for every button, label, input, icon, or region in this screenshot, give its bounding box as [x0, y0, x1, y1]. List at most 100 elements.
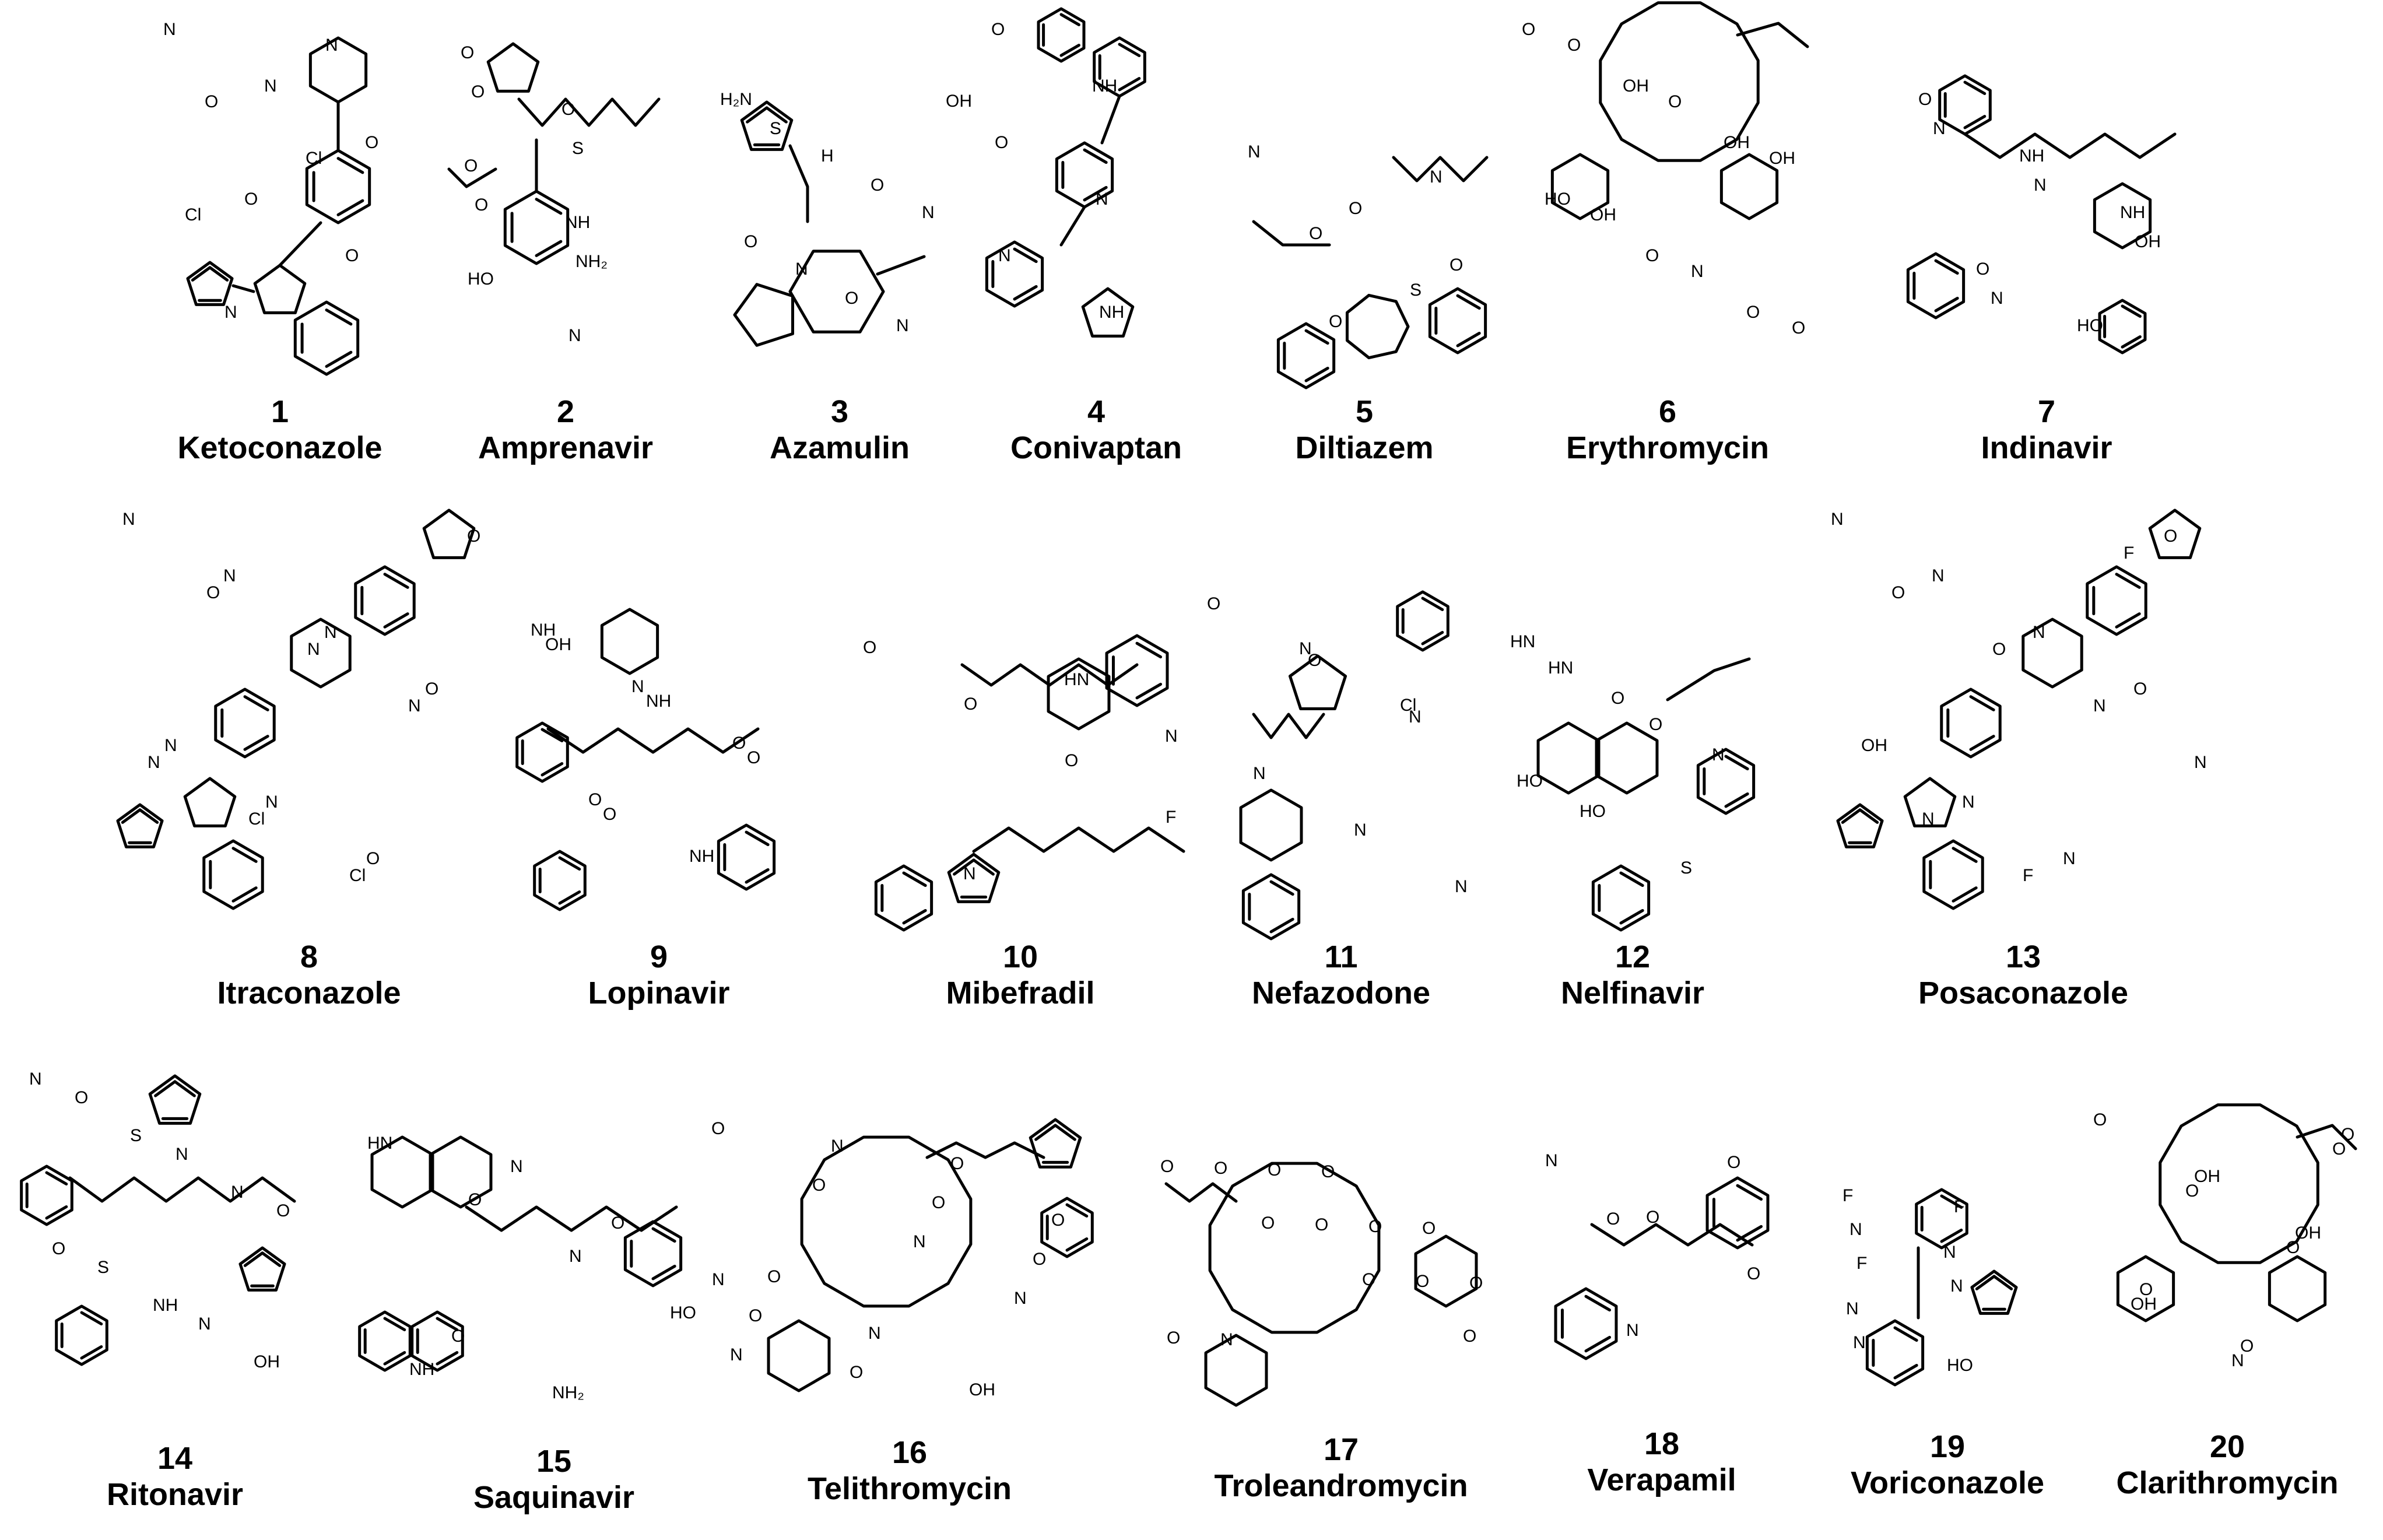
- ring-bond: [1029, 1118, 1082, 1169]
- atom-label: Cl: [185, 205, 201, 224]
- atom-label: N: [1096, 190, 1108, 209]
- double-bond: [1059, 44, 1080, 57]
- ring-bond: [1081, 287, 1135, 338]
- chain-bond: [465, 1205, 678, 1232]
- compound-number: 18: [1644, 1426, 1680, 1461]
- atom-label: O: [950, 1154, 964, 1173]
- atom-label: N: [1712, 745, 1725, 764]
- atom-label: O: [1362, 1270, 1375, 1289]
- atom-label: N: [231, 1183, 244, 1202]
- compound-number: 19: [1929, 1429, 1966, 1464]
- double-bond: [765, 106, 788, 124]
- chain-bond: [1666, 657, 1751, 701]
- double-bond: [138, 808, 159, 824]
- atom-label: N: [324, 623, 337, 642]
- double-bond: [231, 886, 258, 903]
- double-bond: [243, 735, 269, 751]
- atom-label: N: [2063, 849, 2076, 868]
- double-bond: [745, 830, 770, 847]
- double-bond: [1456, 331, 1481, 348]
- double-bond: [535, 240, 563, 257]
- double-bond: [1893, 1363, 1918, 1380]
- compound-number: 11: [1324, 939, 1358, 974]
- compound-number: 16: [892, 1435, 928, 1470]
- atom-label: O: [588, 790, 602, 809]
- atom-label: NH: [565, 213, 590, 232]
- atom-label: O: [1976, 259, 1989, 279]
- atom-label: N: [1626, 1321, 1639, 1340]
- ring-bond: [214, 687, 276, 759]
- atom-label: O: [1160, 1157, 1174, 1176]
- double-bond: [535, 198, 563, 215]
- atom-label: N: [1932, 566, 1945, 585]
- ring-bond: [1105, 634, 1169, 707]
- atom-label: O: [2133, 679, 2147, 699]
- ring-bond: [1595, 721, 1659, 795]
- ring-bond: [1040, 1197, 1094, 1258]
- atom-label: O: [995, 133, 1008, 152]
- compound-number: 15: [536, 1444, 572, 1479]
- atom-label: NH: [531, 620, 556, 640]
- atom-label: S: [1410, 280, 1422, 300]
- ring-bond: [800, 1135, 973, 1308]
- atom-label: O: [767, 1267, 781, 1286]
- atom-label: N: [2194, 753, 2207, 772]
- atom-label: S: [97, 1258, 109, 1277]
- atom-label: F: [2124, 543, 2134, 563]
- atom-label: O: [1645, 246, 1659, 265]
- chain-bond: [925, 1141, 1045, 1159]
- compound-name: Ritonavir: [106, 1477, 244, 1512]
- atom-label: O: [2164, 527, 2177, 546]
- ring-bond: [1241, 873, 1301, 941]
- ring-bond: [788, 250, 885, 334]
- atom-label: N: [164, 736, 177, 755]
- atom-label: N: [712, 1270, 725, 1289]
- double-bond: [191, 266, 212, 282]
- double-bond: [1963, 80, 1987, 95]
- atom-label: NH: [1092, 76, 1117, 96]
- double-bond: [1736, 1184, 1763, 1201]
- double-bond: [1054, 1124, 1076, 1141]
- double-bond: [1304, 366, 1329, 383]
- ring-bond: [202, 839, 264, 910]
- chain-bond: [788, 144, 809, 223]
- chain-bond: [1736, 22, 1809, 48]
- double-bond: [1421, 597, 1444, 611]
- double-bond: [1118, 77, 1141, 92]
- double-bond: [336, 199, 364, 216]
- atom-label: O: [1747, 1264, 1760, 1283]
- double-bond: [1135, 641, 1163, 659]
- atom-label: O: [1611, 689, 1624, 708]
- atom-label: N: [795, 259, 808, 279]
- double-bond: [243, 695, 269, 711]
- ring-bond: [740, 100, 794, 151]
- atom-label: O: [603, 805, 616, 824]
- chain-bond: [68, 1176, 296, 1203]
- compound-name: Amprenavir: [478, 430, 654, 465]
- ring-bond: [1915, 1188, 1968, 1250]
- atom-label: Cl: [248, 809, 265, 829]
- atom-label: O: [1315, 1215, 1328, 1234]
- double-bond: [1118, 43, 1141, 57]
- ring-bond: [148, 1074, 202, 1125]
- double-bond: [541, 762, 564, 777]
- ring-bond: [429, 1135, 493, 1209]
- atom-label: O: [1646, 1208, 1659, 1227]
- atom-label: O: [205, 92, 218, 111]
- ring-bond: [533, 850, 587, 911]
- atom-label: O: [461, 43, 474, 62]
- ring-bond: [1599, 1, 1760, 162]
- atom-label: O: [1918, 90, 1932, 109]
- atom-label: HO: [1545, 190, 1571, 209]
- compound-number: 5: [1355, 394, 1374, 429]
- atom-label: NH: [2019, 146, 2044, 166]
- atom-label: HN: [1548, 658, 1573, 678]
- atom-label: N: [963, 864, 976, 883]
- double-bond: [45, 1205, 68, 1220]
- atom-label: O: [1308, 651, 1321, 670]
- atom-label: F: [1954, 1197, 1964, 1216]
- atom-label: O: [1727, 1153, 1740, 1172]
- ring-bond: [253, 264, 307, 314]
